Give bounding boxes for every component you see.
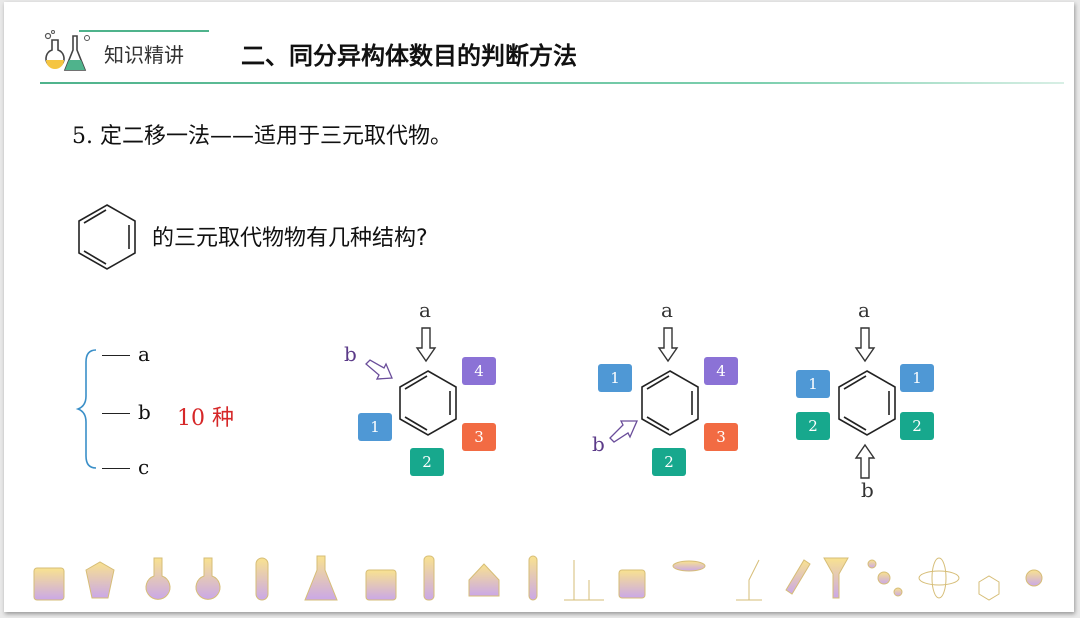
up-arrow-icon: [854, 443, 876, 479]
position-box: 3: [704, 423, 738, 451]
label-b: b: [592, 432, 605, 456]
position-box: 1: [900, 364, 934, 392]
section-label: 知识精讲: [104, 43, 184, 67]
diagonal-arrow-icon: [609, 420, 638, 443]
down-arrow-icon: [854, 327, 876, 363]
substituent-c: c: [138, 455, 150, 479]
question-text: 的三元取代物物有几种结构?: [152, 226, 428, 251]
label-a: a: [858, 298, 870, 322]
down-arrow-icon: [657, 327, 679, 363]
position-box: 4: [704, 357, 738, 385]
slide: 知识精讲 二、同分异构体数目的判断方法 5. 定二移一法——适用于三元取代物。 …: [4, 2, 1074, 612]
method-statement: 5. 定二移一法——适用于三元取代物。: [72, 118, 452, 150]
benzene-ring-icon: [641, 370, 699, 436]
position-box: 2: [410, 448, 444, 476]
lab-glassware-logo-icon: [44, 30, 90, 71]
diagram-3: a b 1 1 2 2: [790, 298, 960, 508]
brace-icon: [75, 349, 97, 469]
label-b: b: [861, 478, 874, 502]
benzene-ring-icon: [838, 370, 896, 436]
diagonal-arrow-icon: [365, 359, 393, 380]
isomer-count-unit: 种: [212, 406, 235, 431]
label-b: b: [344, 342, 357, 366]
position-box: 2: [900, 412, 934, 440]
method-number: 5.: [72, 124, 93, 149]
header-divider: [40, 82, 1064, 84]
isomer-count-number: 10: [177, 406, 205, 431]
position-box: 2: [652, 448, 686, 476]
slide-title: 二、同分异构体数目的判断方法: [241, 42, 577, 70]
diagram-2: a b 1 4 3 2: [586, 298, 756, 478]
position-box: 1: [358, 413, 392, 441]
dash-b: [102, 413, 130, 414]
position-box: 1: [796, 370, 830, 398]
label-a: a: [419, 298, 431, 322]
position-box: 3: [462, 423, 496, 451]
substituent-a: a: [138, 342, 150, 366]
substituent-b: b: [138, 400, 151, 424]
down-arrow-icon: [415, 327, 437, 363]
label-a: a: [661, 298, 673, 322]
dash-c: [102, 468, 130, 469]
position-box: 2: [796, 412, 830, 440]
position-box: 4: [462, 357, 496, 385]
dash-a: [102, 355, 130, 356]
lab-equipment-ribbon: [33, 555, 1043, 601]
header-accent-line: [79, 30, 209, 32]
method-text: 定二移一法——适用于三元取代物。: [100, 124, 453, 149]
position-box: 1: [598, 364, 632, 392]
benzene-ring-icon: [399, 370, 457, 436]
benzene-ring-icon: [78, 204, 136, 270]
isomer-count: 10 种: [177, 400, 234, 432]
diagram-1: a b 4 1 3 2: [340, 298, 510, 478]
